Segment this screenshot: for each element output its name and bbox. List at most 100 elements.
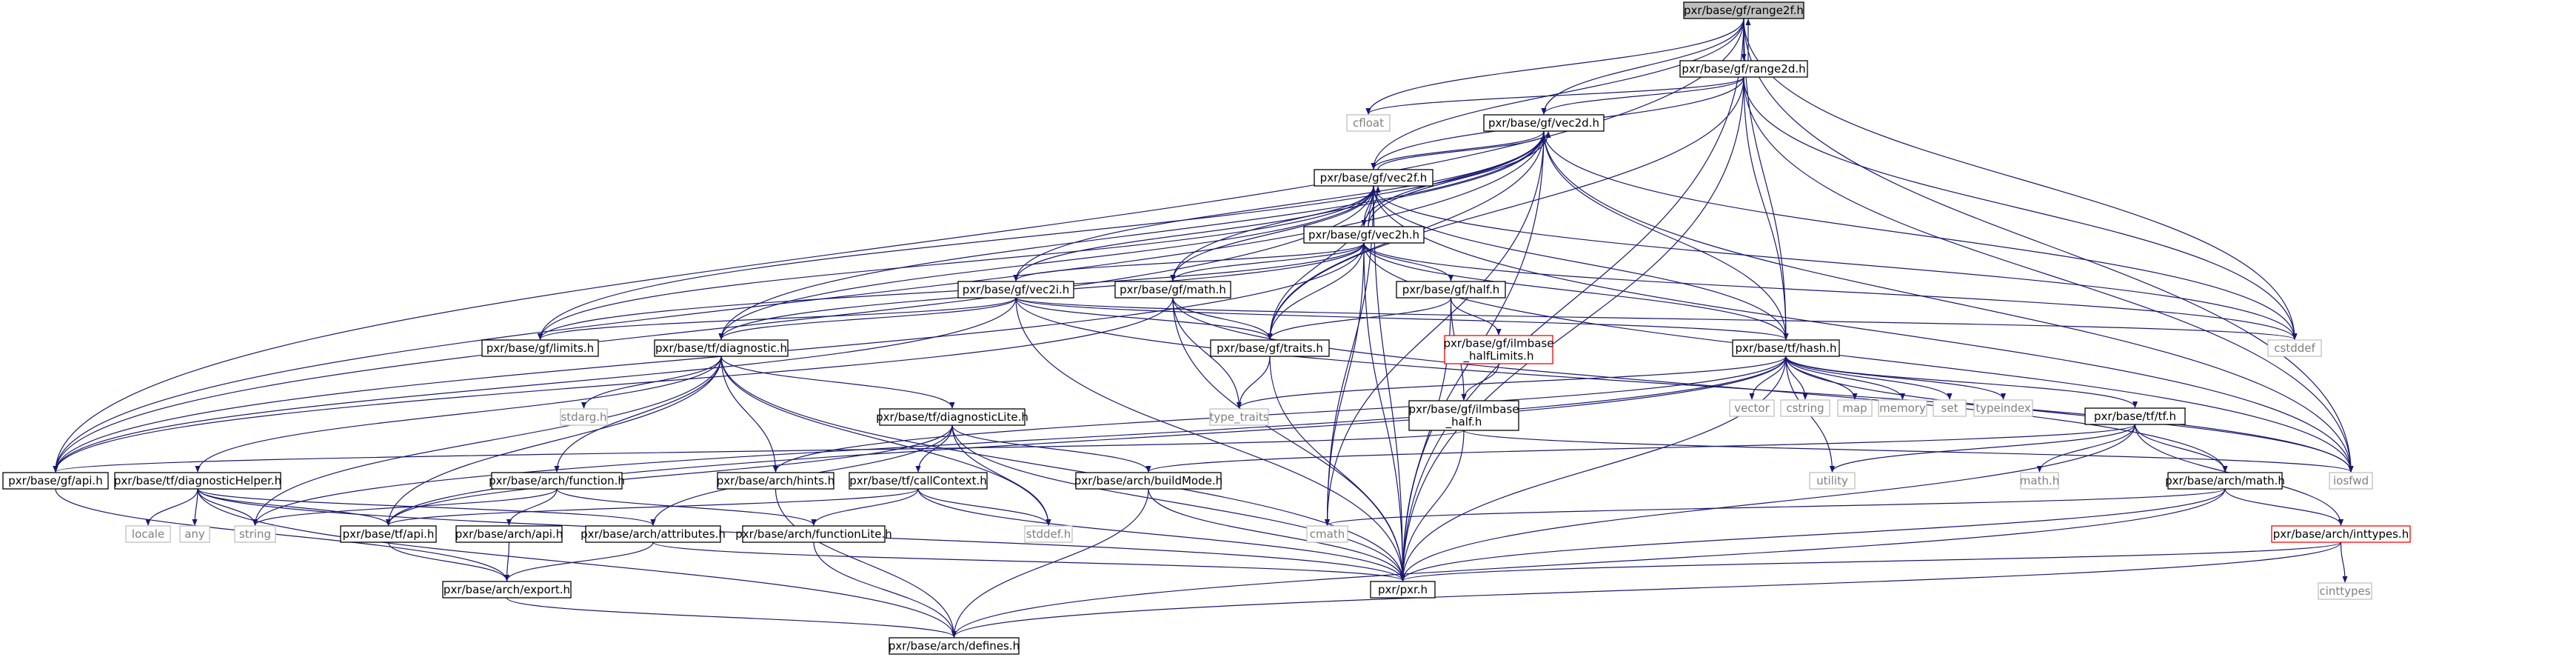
file-node-iosfwd: iosfwd bbox=[2329, 472, 2373, 490]
include-edge bbox=[917, 488, 1051, 526]
node-label: pxr/base/gf/api.h bbox=[8, 474, 102, 487]
include-edge bbox=[951, 424, 1051, 526]
include-edge bbox=[1785, 356, 2138, 408]
include-edge bbox=[917, 488, 1406, 581]
file-node-inttypes[interactable]: pxr/base/arch/inttypes.h bbox=[2271, 525, 2411, 543]
include-edge bbox=[720, 356, 1406, 581]
node-label: pxr/base/gf/ilmbase bbox=[1409, 403, 1519, 416]
include-edge bbox=[195, 356, 722, 473]
node-label: pxr/base/gf/half.h bbox=[1402, 283, 1500, 296]
include-edge bbox=[386, 356, 1787, 526]
include-edge bbox=[811, 488, 919, 526]
include-edge bbox=[1368, 131, 1551, 227]
include-edge bbox=[55, 488, 510, 581]
node-label: pxr/base/arch/export.h bbox=[444, 583, 570, 596]
node-box bbox=[1314, 169, 1433, 187]
file-node-half[interactable]: pxr/base/gf/half.h bbox=[1396, 281, 1506, 299]
file-node-vec2i[interactable]: pxr/base/gf/vec2i.h bbox=[957, 281, 1074, 299]
file-node-archmath[interactable]: pxr/base/arch/math.h bbox=[2165, 472, 2285, 490]
node-label: type_traits bbox=[1209, 410, 1268, 424]
include-edge bbox=[1399, 424, 2136, 581]
node-box bbox=[491, 472, 623, 490]
file-node-function[interactable]: pxr/base/arch/function.h bbox=[489, 472, 625, 490]
file-node-buildmode[interactable]: pxr/base/arch/buildMode.h bbox=[1074, 472, 1222, 490]
include-edge bbox=[252, 356, 722, 526]
node-label: set bbox=[1941, 401, 1958, 415]
node-box bbox=[2271, 525, 2411, 543]
node-box bbox=[1837, 399, 1873, 417]
include-edge bbox=[1368, 186, 1381, 227]
file-node-funclite[interactable]: pxr/base/arch/functionLite.h bbox=[735, 525, 892, 543]
include-edge bbox=[1373, 185, 1406, 581]
node-box bbox=[1878, 399, 1927, 417]
file-node-vec2d[interactable]: pxr/base/gf/vec2d.h bbox=[1483, 114, 1605, 132]
file-node-diag[interactable]: pxr/base/tf/diagnostic.h bbox=[654, 339, 789, 357]
file-node-mathh: math.h bbox=[2020, 472, 2059, 490]
node-box bbox=[125, 525, 171, 543]
file-node-typetraits: type_traits bbox=[1209, 408, 1269, 426]
node-label: _halfLimits.h bbox=[1463, 350, 1534, 364]
file-node-tf[interactable]: pxr/base/tf/tf.h bbox=[2084, 407, 2186, 425]
include-edge bbox=[197, 488, 656, 526]
node-label: typeindex bbox=[1976, 401, 2031, 415]
include-edge bbox=[387, 541, 510, 581]
include-edge bbox=[1015, 297, 1406, 581]
include-edge bbox=[1399, 18, 1744, 581]
file-node-archapi[interactable]: pxr/base/arch/api.h bbox=[455, 525, 563, 543]
file-node-hash[interactable]: pxr/base/tf/hash.h bbox=[1732, 339, 1840, 357]
include-edge bbox=[53, 185, 1374, 473]
node-box bbox=[1483, 114, 1605, 132]
file-node-diaghelper[interactable]: pxr/base/tf/diagnosticHelper.h bbox=[114, 472, 281, 490]
include-edge bbox=[506, 488, 558, 526]
include-edge bbox=[1399, 76, 1744, 581]
file-node-diaglite[interactable]: pxr/base/tf/diagnosticLite.h bbox=[876, 408, 1028, 426]
file-node-math[interactable]: pxr/base/gf/math.h bbox=[1114, 281, 1231, 299]
node-label: iosfwd bbox=[2333, 474, 2369, 487]
include-edge bbox=[2036, 424, 2136, 473]
include-edge bbox=[537, 185, 1374, 340]
include-edge bbox=[1371, 130, 1545, 170]
node-label: pxr/base/arch/attributes.h bbox=[581, 527, 726, 541]
node-box bbox=[1306, 525, 1348, 543]
node-label: pxr/pxr.h bbox=[1378, 583, 1428, 596]
node-label: locale bbox=[132, 527, 164, 541]
include-edge bbox=[1377, 131, 1551, 170]
file-node-attrs[interactable]: pxr/base/arch/attributes.h bbox=[581, 525, 726, 543]
file-node-range2d[interactable]: pxr/base/gf/range2d.h bbox=[1679, 60, 1808, 78]
node-label: pxr/base/tf/callContext.h bbox=[849, 474, 986, 487]
file-node-ilmlim[interactable]: pxr/base/gf/ilmbase_halfLimits.h bbox=[1444, 335, 1554, 364]
include-edge bbox=[504, 541, 510, 581]
file-node-gfapi[interactable]: pxr/base/gf/api.h bbox=[2, 472, 109, 490]
file-node-callctx[interactable]: pxr/base/tf/callContext.h bbox=[849, 472, 988, 490]
include-edge bbox=[1373, 185, 2298, 340]
include-edge bbox=[538, 297, 1017, 340]
node-label: pxr/base/arch/buildMode.h bbox=[1074, 474, 1222, 487]
include-edge bbox=[386, 488, 919, 526]
file-node-export[interactable]: pxr/base/arch/export.h bbox=[442, 581, 572, 599]
file-node-vec2h[interactable]: pxr/base/gf/vec2h.h bbox=[1303, 226, 1425, 244]
include-edge bbox=[718, 185, 1374, 340]
node-box bbox=[717, 472, 834, 490]
file-node-tfapi[interactable]: pxr/base/tf/api.h bbox=[340, 525, 437, 543]
file-node-limits[interactable]: pxr/base/gf/limits.h bbox=[481, 339, 599, 357]
file-node-defines[interactable]: pxr/base/arch/defines.h bbox=[889, 637, 1020, 655]
node-box bbox=[1729, 399, 1775, 417]
include-edge bbox=[1145, 424, 2136, 473]
node-label: pxr/base/arch/api.h bbox=[455, 527, 563, 541]
include-edge bbox=[951, 488, 1149, 638]
file-node-traits[interactable]: pxr/base/gf/traits.h bbox=[1210, 339, 1330, 357]
node-label: cstring bbox=[1786, 401, 1824, 415]
include-edge bbox=[1172, 297, 2228, 473]
include-edge bbox=[1324, 130, 1545, 526]
node-label: pxr/base/tf/diagnostic.h bbox=[655, 341, 787, 355]
node-box bbox=[1973, 399, 2033, 417]
file-node-pxr[interactable]: pxr/pxr.h bbox=[1370, 581, 1436, 599]
node-label: pxr/base/gf/vec2h.h bbox=[1308, 228, 1419, 241]
file-node-hints[interactable]: pxr/base/arch/hints.h bbox=[717, 472, 834, 490]
file-node-vec2f[interactable]: pxr/base/gf/vec2f.h bbox=[1314, 169, 1433, 187]
file-node-range2f[interactable]: pxr/base/gf/range2f.h bbox=[1683, 1, 1804, 19]
include-edge bbox=[1325, 488, 2226, 526]
include-edge bbox=[1371, 18, 1744, 170]
file-node-ilmhalf[interactable]: pxr/base/gf/ilmbase_half.h bbox=[1408, 400, 1519, 431]
file-node-stddef: stddef.h bbox=[1024, 525, 1073, 543]
